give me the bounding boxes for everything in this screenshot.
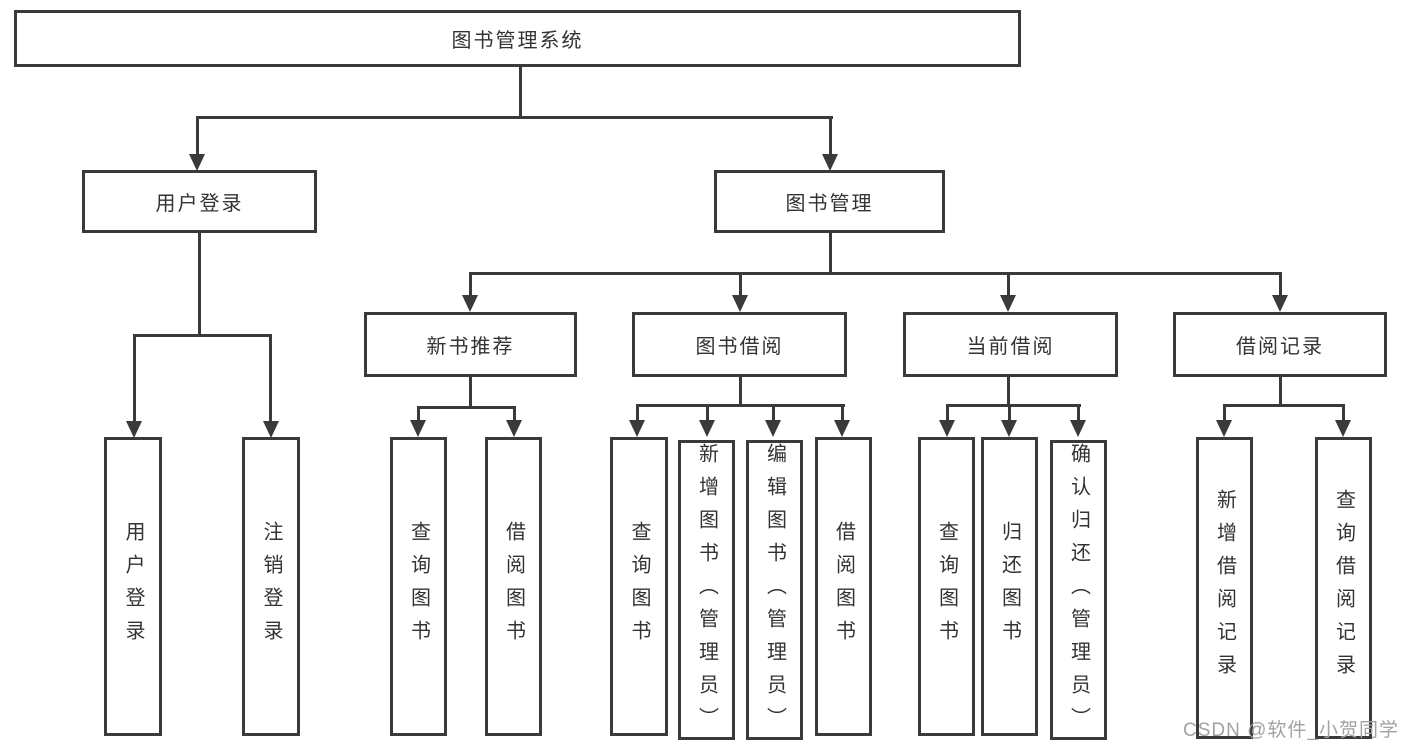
- connector-line: [196, 116, 833, 119]
- node-label-current-borrowing: 当前借阅: [966, 336, 1055, 358]
- node-label-book-management-branch: 图书管理: [785, 193, 874, 215]
- arrowhead-down-icon: [1335, 420, 1351, 437]
- node-leaf-logout: 注销登录: [242, 437, 300, 736]
- connector-line: [1223, 404, 1226, 422]
- node-borrowing-records: 借阅记录: [1173, 312, 1387, 377]
- node-leaf-edit-book-admin: 编辑图书（管理员）: [746, 440, 803, 740]
- node-label-leaf-add-borrow-record: 新增借阅记录: [1213, 489, 1236, 687]
- node-leaf-add-book-admin: 新增图书（管理员）: [678, 440, 735, 740]
- arrowhead-down-icon: [765, 420, 781, 437]
- node-label-leaf-confirm-return-admin: 确认归还（管理员）: [1067, 443, 1090, 740]
- node-leaf-borrow-book-borrow: 借阅图书: [815, 437, 872, 736]
- node-book-borrowing: 图书借阅: [632, 312, 847, 377]
- arrowhead-down-icon: [822, 154, 838, 171]
- node-leaf-return-book: 归还图书: [981, 437, 1038, 736]
- csdn-watermark: CSDN @软件_小贺同学: [1183, 720, 1399, 741]
- connector-line: [198, 233, 201, 336]
- arrowhead-down-icon: [126, 421, 142, 438]
- connector-line: [1007, 272, 1010, 296]
- connector-line: [946, 404, 1081, 407]
- connector-line: [636, 404, 639, 422]
- connector-line: [946, 404, 949, 422]
- node-label-leaf-logout: 注销登录: [260, 520, 282, 653]
- node-label-root-system: 图书管理系统: [451, 30, 584, 52]
- node-label-leaf-query-book-borrow: 查询图书: [628, 520, 650, 653]
- connector-line: [417, 406, 420, 422]
- node-current-borrowing: 当前借阅: [903, 312, 1118, 377]
- node-book-management-branch: 图书管理: [714, 170, 945, 233]
- connector-line: [739, 377, 742, 406]
- connector-line: [829, 116, 832, 158]
- arrowhead-down-icon: [1001, 420, 1017, 437]
- node-leaf-borrow-book-recommend: 借阅图书: [485, 437, 542, 736]
- connector-line: [469, 377, 472, 408]
- node-label-new-book-recommend: 新书推荐: [426, 336, 515, 358]
- arrowhead-down-icon: [410, 420, 426, 437]
- connector-line: [706, 404, 709, 422]
- arrowhead-down-icon: [699, 420, 715, 437]
- node-label-leaf-edit-book-admin: 编辑图书（管理员）: [763, 443, 786, 740]
- node-label-leaf-query-borrow-record: 查询借阅记录: [1332, 489, 1355, 687]
- arrowhead-down-icon: [1070, 420, 1086, 437]
- node-label-leaf-return-book: 归还图书: [998, 520, 1021, 653]
- connector-line: [519, 67, 522, 118]
- connector-line: [269, 334, 272, 421]
- connector-line: [133, 334, 272, 337]
- arrowhead-down-icon: [834, 420, 850, 437]
- arrowhead-down-icon: [1216, 420, 1232, 437]
- connector-line: [196, 116, 199, 158]
- node-user-login-branch: 用户登录: [82, 170, 317, 233]
- connector-line: [469, 272, 1282, 275]
- node-label-leaf-query-book-recommend: 查询图书: [407, 520, 430, 653]
- connector-line: [1279, 272, 1282, 296]
- node-leaf-query-book-recommend: 查询图书: [390, 437, 447, 736]
- connector-line: [469, 272, 472, 296]
- node-new-book-recommend: 新书推荐: [364, 312, 577, 377]
- connector-line: [841, 404, 844, 422]
- connector-line: [829, 233, 832, 274]
- arrowhead-down-icon: [732, 295, 748, 312]
- node-label-borrowing-records: 借阅记录: [1236, 336, 1324, 358]
- node-leaf-query-book-current: 查询图书: [918, 437, 975, 736]
- connector-line: [772, 404, 775, 422]
- connector-line: [1279, 377, 1282, 406]
- connector-line: [1008, 404, 1011, 422]
- node-leaf-confirm-return-admin: 确认归还（管理员）: [1050, 440, 1107, 740]
- node-label-leaf-query-book-current: 查询图书: [935, 520, 958, 653]
- connector-line: [1342, 404, 1345, 422]
- node-label-user-login-branch: 用户登录: [155, 193, 244, 215]
- arrowhead-down-icon: [462, 295, 478, 312]
- connector-line: [513, 406, 516, 422]
- arrowhead-down-icon: [189, 154, 205, 171]
- connector-line: [417, 406, 516, 409]
- connector-line: [1223, 404, 1345, 407]
- arrowhead-down-icon: [1000, 295, 1016, 312]
- node-root-system: 图书管理系统: [14, 10, 1021, 67]
- node-leaf-add-borrow-record: 新增借阅记录: [1196, 437, 1253, 739]
- arrowhead-down-icon: [506, 420, 522, 437]
- connector-line: [1077, 404, 1080, 422]
- node-leaf-query-book-borrow: 查询图书: [610, 437, 668, 736]
- arrowhead-down-icon: [629, 420, 645, 437]
- connector-line: [133, 334, 136, 421]
- node-label-leaf-borrow-book-recommend: 借阅图书: [502, 520, 525, 653]
- connector-line: [1007, 377, 1010, 406]
- node-leaf-user-login: 用户登录: [104, 437, 162, 736]
- node-leaf-query-borrow-record: 查询借阅记录: [1315, 437, 1372, 739]
- arrowhead-down-icon: [939, 420, 955, 437]
- node-label-leaf-user-login: 用户登录: [122, 520, 144, 653]
- arrowhead-down-icon: [1272, 295, 1288, 312]
- node-label-book-borrowing: 图书借阅: [695, 336, 784, 358]
- node-label-leaf-add-book-admin: 新增图书（管理员）: [695, 443, 718, 740]
- connector-line: [739, 272, 742, 296]
- node-label-leaf-borrow-book-borrow: 借阅图书: [832, 520, 855, 653]
- connector-line: [636, 404, 845, 407]
- arrowhead-down-icon: [263, 421, 279, 438]
